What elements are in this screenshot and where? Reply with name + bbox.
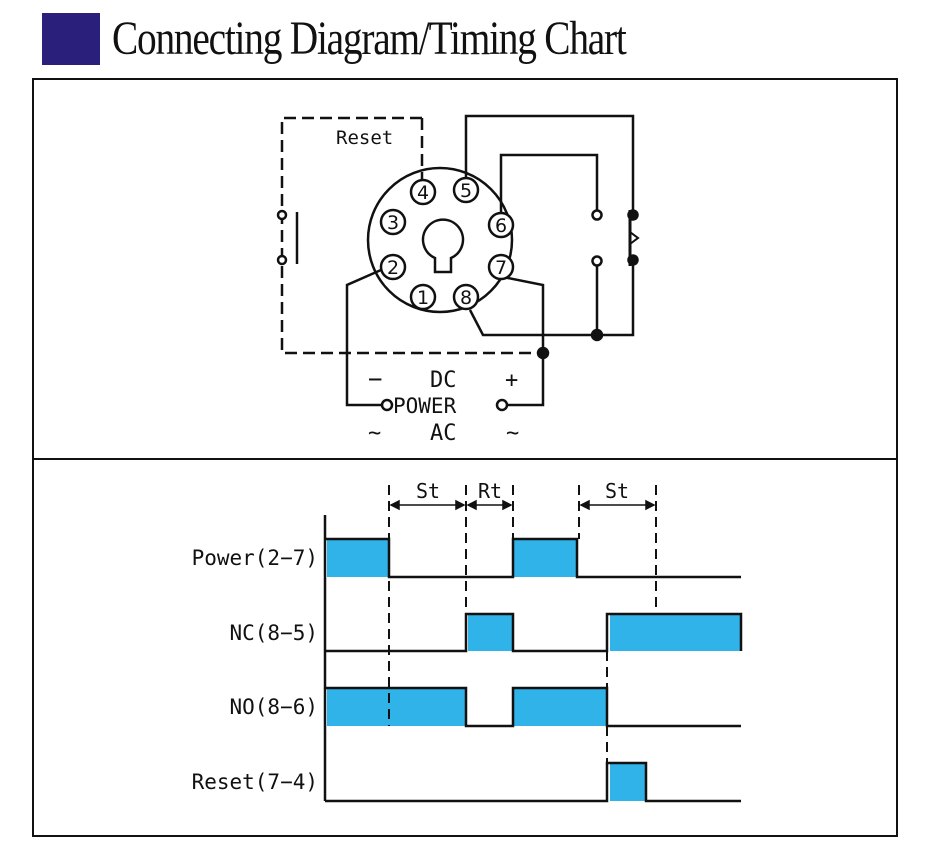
page-title: Connecting Diagram/Timing Chart: [112, 12, 627, 65]
socket-pin-3: 3: [379, 208, 407, 236]
power-terminal-right: [495, 398, 509, 412]
dc-label: DC: [430, 368, 457, 393]
socket-pin-circle: [452, 283, 480, 311]
signal-label-no: NO(8−6): [229, 695, 318, 719]
no-pulse-1: [327, 688, 465, 726]
signal-labels: Power(2−7) NC(8−5) NO(8−6) Reset(7−4): [192, 546, 318, 794]
socket-pin-number: 2: [387, 257, 399, 279]
relay-socket-outline: [366, 166, 514, 314]
dc-minus-label: −: [368, 365, 382, 393]
socket-pin-2: 2: [379, 253, 407, 281]
power-pulse-1: [327, 539, 389, 577]
signal-label-power: Power(2−7): [192, 546, 318, 570]
ac-label: AC: [430, 421, 457, 446]
socket-pin-7: 7: [487, 253, 515, 281]
timing-waveforms: [323, 515, 743, 803]
socket-pin-circle: [379, 208, 407, 236]
socket-pin-circle: [409, 283, 437, 311]
connecting-diagram: [276, 114, 640, 412]
socket-pin-circle: [487, 211, 515, 239]
reset-waveform: [325, 761, 741, 803]
interval-dimensions: [389, 499, 656, 511]
no-pulse-2: [513, 688, 607, 726]
reset-switch-terminal-bottom: [276, 254, 288, 266]
title-square: [42, 13, 100, 65]
arrowhead: [645, 499, 656, 511]
timing-chart: St Rt St Power(2−7) NC(8−5) NO(8−6) Rese…: [192, 479, 743, 803]
dc-plus-label: +: [505, 368, 518, 393]
timing-pulses: [327, 539, 741, 801]
power-waveform: [325, 537, 741, 579]
arrowhead: [455, 499, 466, 511]
wire-pin8: [468, 309, 597, 337]
interval-labels: St Rt St: [416, 479, 629, 503]
socket-pin-6: 6: [487, 211, 515, 239]
arrowhead: [466, 499, 477, 511]
contact-terminal-nc: [591, 255, 603, 267]
socket-pin-1: 1: [409, 283, 437, 311]
nc-pulse-2: [610, 614, 741, 651]
no-waveform: [325, 686, 741, 728]
power-terminal-left: [380, 398, 394, 412]
reset-pulse-1: [610, 763, 646, 801]
socket-pin-5: 5: [452, 176, 480, 204]
junction-dot: [536, 346, 550, 360]
wiring-labels: Reset − DC + POWER ~ AC ~: [336, 127, 519, 446]
junction-dot: [627, 254, 639, 266]
reset-switch-terminal-top: [276, 209, 288, 221]
socket-pin-number: 6: [495, 215, 507, 237]
signal-label-reset: Reset(7−4): [192, 770, 318, 794]
interval-label-rt: Rt: [478, 479, 502, 503]
contact-terminal-no: [591, 209, 603, 221]
reset-wire-loop: [280, 116, 540, 355]
outer-frame: [32, 78, 898, 837]
socket-pin-circle: [487, 253, 515, 281]
socket-pin-number: 8: [460, 287, 472, 309]
wire-pin5: [464, 114, 635, 215]
ac-tilde-left: ~: [368, 421, 381, 446]
power-pulse-2: [513, 539, 577, 577]
arrowhead: [389, 499, 400, 511]
socket-pin-number: 3: [387, 212, 399, 234]
socket-pin-number: 4: [417, 182, 429, 204]
relay-contact-arrow: [629, 231, 640, 245]
socket-pin-number: 7: [495, 257, 507, 279]
signal-label-nc: NC(8−5): [229, 621, 318, 645]
socket-pin-8: 8: [452, 283, 480, 311]
socket-pin-circle: [409, 178, 437, 206]
socket-pin-number: 1: [417, 287, 429, 309]
ac-tilde-right: ~: [506, 421, 519, 446]
junction-dot: [590, 328, 604, 342]
power-label: POWER: [393, 394, 457, 418]
arrowhead: [579, 499, 590, 511]
socket-pin-circle: [452, 176, 480, 204]
socket-key: [421, 218, 465, 274]
interval-label-st-2: St: [605, 479, 629, 503]
socket-pin-circle: [379, 253, 407, 281]
arrowhead: [502, 499, 513, 511]
title-row: Connecting Diagram/Timing Chart: [42, 8, 738, 70]
timing-guides: [388, 485, 657, 763]
interval-label-st-1: St: [416, 479, 440, 503]
wire-pin7: [502, 275, 545, 407]
wire-pin2: [345, 268, 382, 407]
wire-pin6: [499, 153, 599, 216]
wire-contact-common: [595, 262, 635, 337]
reset-label: Reset: [336, 127, 393, 149]
socket-pin-4: 4: [409, 178, 437, 206]
nc-pulse-1: [468, 614, 513, 651]
nc-waveform: [325, 612, 743, 653]
junction-dot: [627, 209, 639, 221]
socket-pin-number: 5: [460, 180, 472, 202]
